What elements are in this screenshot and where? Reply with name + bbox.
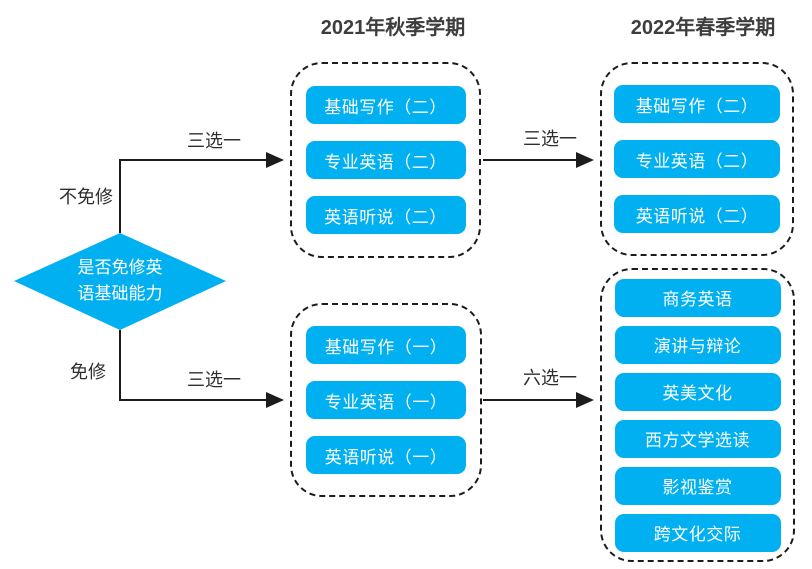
course-node: 英语听说（一）	[306, 436, 466, 474]
course-node: 专业英语（二）	[305, 141, 466, 179]
connector-arrow-not-exempt	[119, 152, 284, 233]
group-box-fall-regular: 基础写作（二） 专业英语（二） 英语听说（二）	[290, 62, 481, 258]
course-node: 专业英语（一）	[306, 381, 466, 419]
edge-label-spring-elective: 六选一	[523, 368, 577, 388]
course-node: 跨文化交际	[614, 513, 781, 552]
decision-diamond-shape	[14, 233, 226, 330]
decision-line1: 是否免修英	[77, 258, 163, 277]
course-node: 基础写作（二）	[305, 86, 466, 124]
course-node: 英语听说（二）	[614, 195, 780, 233]
branch-label-not-exempt: 不免修	[59, 187, 113, 207]
group-box-spring-elective: 商务英语 演讲与辩论 英美文化 西方文学选读 影视鉴赏 跨文化交际	[600, 268, 795, 562]
course-node: 专业英语（二）	[614, 140, 780, 178]
course-node: 西方文学选读	[614, 419, 781, 458]
course-node: 影视鉴赏	[614, 466, 781, 505]
decision-diamond-label: 是否免修英 语基础能力	[30, 255, 210, 306]
course-node: 基础写作（一）	[306, 326, 466, 364]
course-node: 基础写作（二）	[614, 85, 780, 123]
group-box-fall-exempt: 基础写作（一） 专业英语（一） 英语听说（一）	[290, 303, 482, 497]
branch-label-exempt: 免修	[70, 362, 106, 382]
header-fall-2021: 2021年秋季学期	[320, 17, 466, 39]
course-node: 英语听说（二）	[305, 196, 466, 234]
connector-arrow-exempt	[119, 330, 284, 408]
course-node: 演讲与辩论	[614, 325, 781, 364]
edge-label-fall-exempt: 三选一	[187, 370, 241, 390]
edge-label-spring-regular: 三选一	[523, 129, 577, 149]
decision-line2: 语基础能力	[77, 283, 163, 303]
edge-label-fall-regular: 三选一	[187, 131, 241, 151]
header-spring-2022: 2022年春季学期	[630, 17, 776, 39]
course-node: 商务英语	[614, 278, 781, 317]
group-box-spring-regular: 基础写作（二） 专业英语（二） 英语听说（二）	[600, 62, 794, 256]
course-node: 英美文化	[614, 372, 781, 411]
